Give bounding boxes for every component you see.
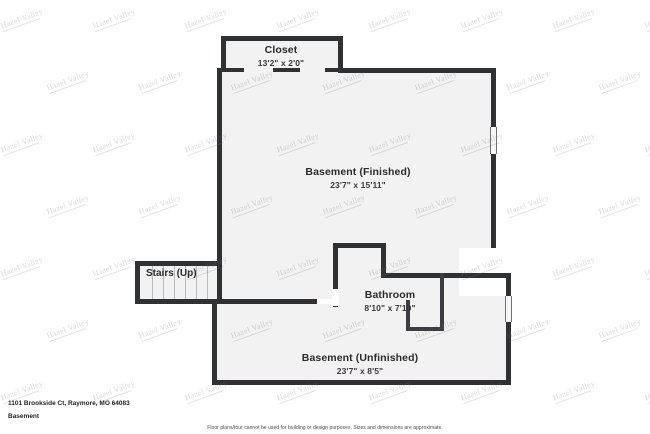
stairs-label: Stairs (Up)	[146, 268, 197, 279]
basement-finished-label: Basement (Finished) 23'7" x 15'11"	[230, 166, 486, 191]
bathroom-partition-vertical	[440, 273, 444, 327]
unfinished-wall-left	[212, 300, 217, 384]
closet-wall-bottom-segment-mid	[273, 68, 300, 72]
basement-unfinished-label-dimensions: 23'7" x 8'5"	[336, 366, 384, 376]
basement-finished-label-dimensions: 23'7" x 15'11"	[330, 180, 386, 190]
basement-wall-right	[491, 68, 496, 248]
unfinished-wall-bottom	[212, 380, 511, 385]
basement-right-window-glass	[490, 127, 497, 154]
basement-wall-lower-left	[217, 264, 222, 304]
basement-wall-top-right	[338, 68, 496, 73]
bathroom-wall-top	[333, 243, 386, 248]
unfinished-wall-right	[506, 273, 511, 384]
basement-finished-lower-fill	[221, 244, 333, 300]
bathroom-door-opening	[332, 289, 339, 306]
address-block: 1101 Brookside Ct, Raymore, MO 64083 Bas…	[8, 399, 130, 422]
property-address: 1101 Brookside Ct, Raymore, MO 64083	[8, 400, 130, 407]
bathroom-partition-horizontal	[406, 327, 444, 331]
basement-unfinished-room-fill	[216, 300, 510, 384]
bathroom-label-name: Bathroom	[364, 289, 416, 301]
bathroom-label-dimensions: 8'10" x 7'10"	[364, 303, 416, 313]
unfinished-right-window-glass	[505, 296, 512, 322]
closet-room-fill	[221, 40, 339, 72]
closet-wall-left	[221, 36, 226, 72]
basement-finished-room-fill	[221, 68, 496, 248]
basement-unfinished-label: Basement (Unfinished) 23'7" x 8'5"	[232, 352, 488, 377]
stairs-wall-bottom	[135, 299, 221, 304]
basement-finished-label-name: Basement (Finished)	[305, 166, 411, 178]
closet-label-dimensions: 13'2" x 2'0"	[257, 58, 305, 68]
closet-wall-bottom-segment-right	[325, 68, 343, 72]
closet-label-name: Closet	[264, 44, 298, 56]
basement-unfinished-label-name: Basement (Unfinished)	[301, 352, 419, 364]
closet-label: Closet 13'2" x 2'0"	[222, 44, 340, 69]
bathroom-partition-step	[406, 300, 410, 331]
disclaimer-text: Floor plans/tour cannot be used for buil…	[207, 425, 443, 431]
bathroom-wall-upper-right	[381, 273, 511, 278]
bathroom-label: Bathroom 8'10" x 7'10"	[340, 289, 440, 314]
closet-wall-right	[338, 36, 343, 72]
basement-wall-left-upper	[217, 68, 222, 268]
bathroom-wall-top-left	[333, 243, 338, 287]
stairs-wall-left	[135, 261, 140, 304]
bathroom-wall-top-right-step	[381, 243, 386, 277]
closet-wall-top	[221, 36, 343, 41]
stairs-wall-top	[135, 261, 221, 266]
unfinished-top-opening	[317, 299, 333, 304]
closet-wall-bottom-segment-left	[221, 68, 244, 72]
unfinished-wall-top-left	[212, 299, 317, 304]
floor-level-name: Basement	[8, 413, 40, 420]
